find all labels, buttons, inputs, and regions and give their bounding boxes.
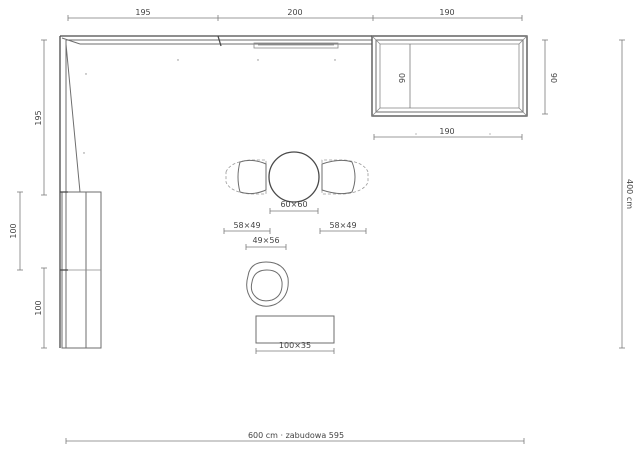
left-cabinet-run <box>59 36 102 349</box>
dim-top-left: 195 <box>135 8 150 17</box>
bottom-dimension: 600 cm · zabudowa 595 <box>65 431 525 444</box>
dim-right-depth-outer: 90 <box>549 73 558 83</box>
label-coffee-table: 100×35 <box>279 341 311 350</box>
top-dimension: 195 200 190 <box>67 8 523 21</box>
dim-right-cabinet-width: 190 <box>439 127 454 136</box>
dim-left-upper: 195 <box>34 110 43 125</box>
dim-top-middle: 200 <box>287 8 302 17</box>
label-chair-right: 58×49 <box>329 221 356 230</box>
coffee-table: 100×35 <box>255 315 335 354</box>
dim-left-middle: 100 <box>9 223 18 238</box>
dim-overall-width: 600 cm · zabudowa 595 <box>248 431 344 440</box>
chair-left <box>225 159 267 195</box>
dim-overall-height: 400 cm <box>625 179 634 209</box>
armchair <box>246 261 289 307</box>
right-dimension: 400 cm <box>619 39 634 349</box>
top-cabinet-run <box>60 35 372 154</box>
dim-right-depth-inner: 90 <box>398 73 407 83</box>
label-armchair: 49×56 <box>252 236 279 245</box>
round-table <box>268 151 320 203</box>
label-table: 60×60 <box>280 200 307 209</box>
left-dimension: 195 100 100 <box>9 39 47 349</box>
dining-set: 60×60 58×49 58×49 49×56 <box>223 151 369 250</box>
dim-top-right: 190 <box>439 8 454 17</box>
right-cabinet: 90 90 190 <box>371 35 558 140</box>
dim-left-lower: 100 <box>34 300 43 315</box>
chair-right <box>321 159 369 195</box>
label-chair-left: 58×49 <box>233 221 260 230</box>
